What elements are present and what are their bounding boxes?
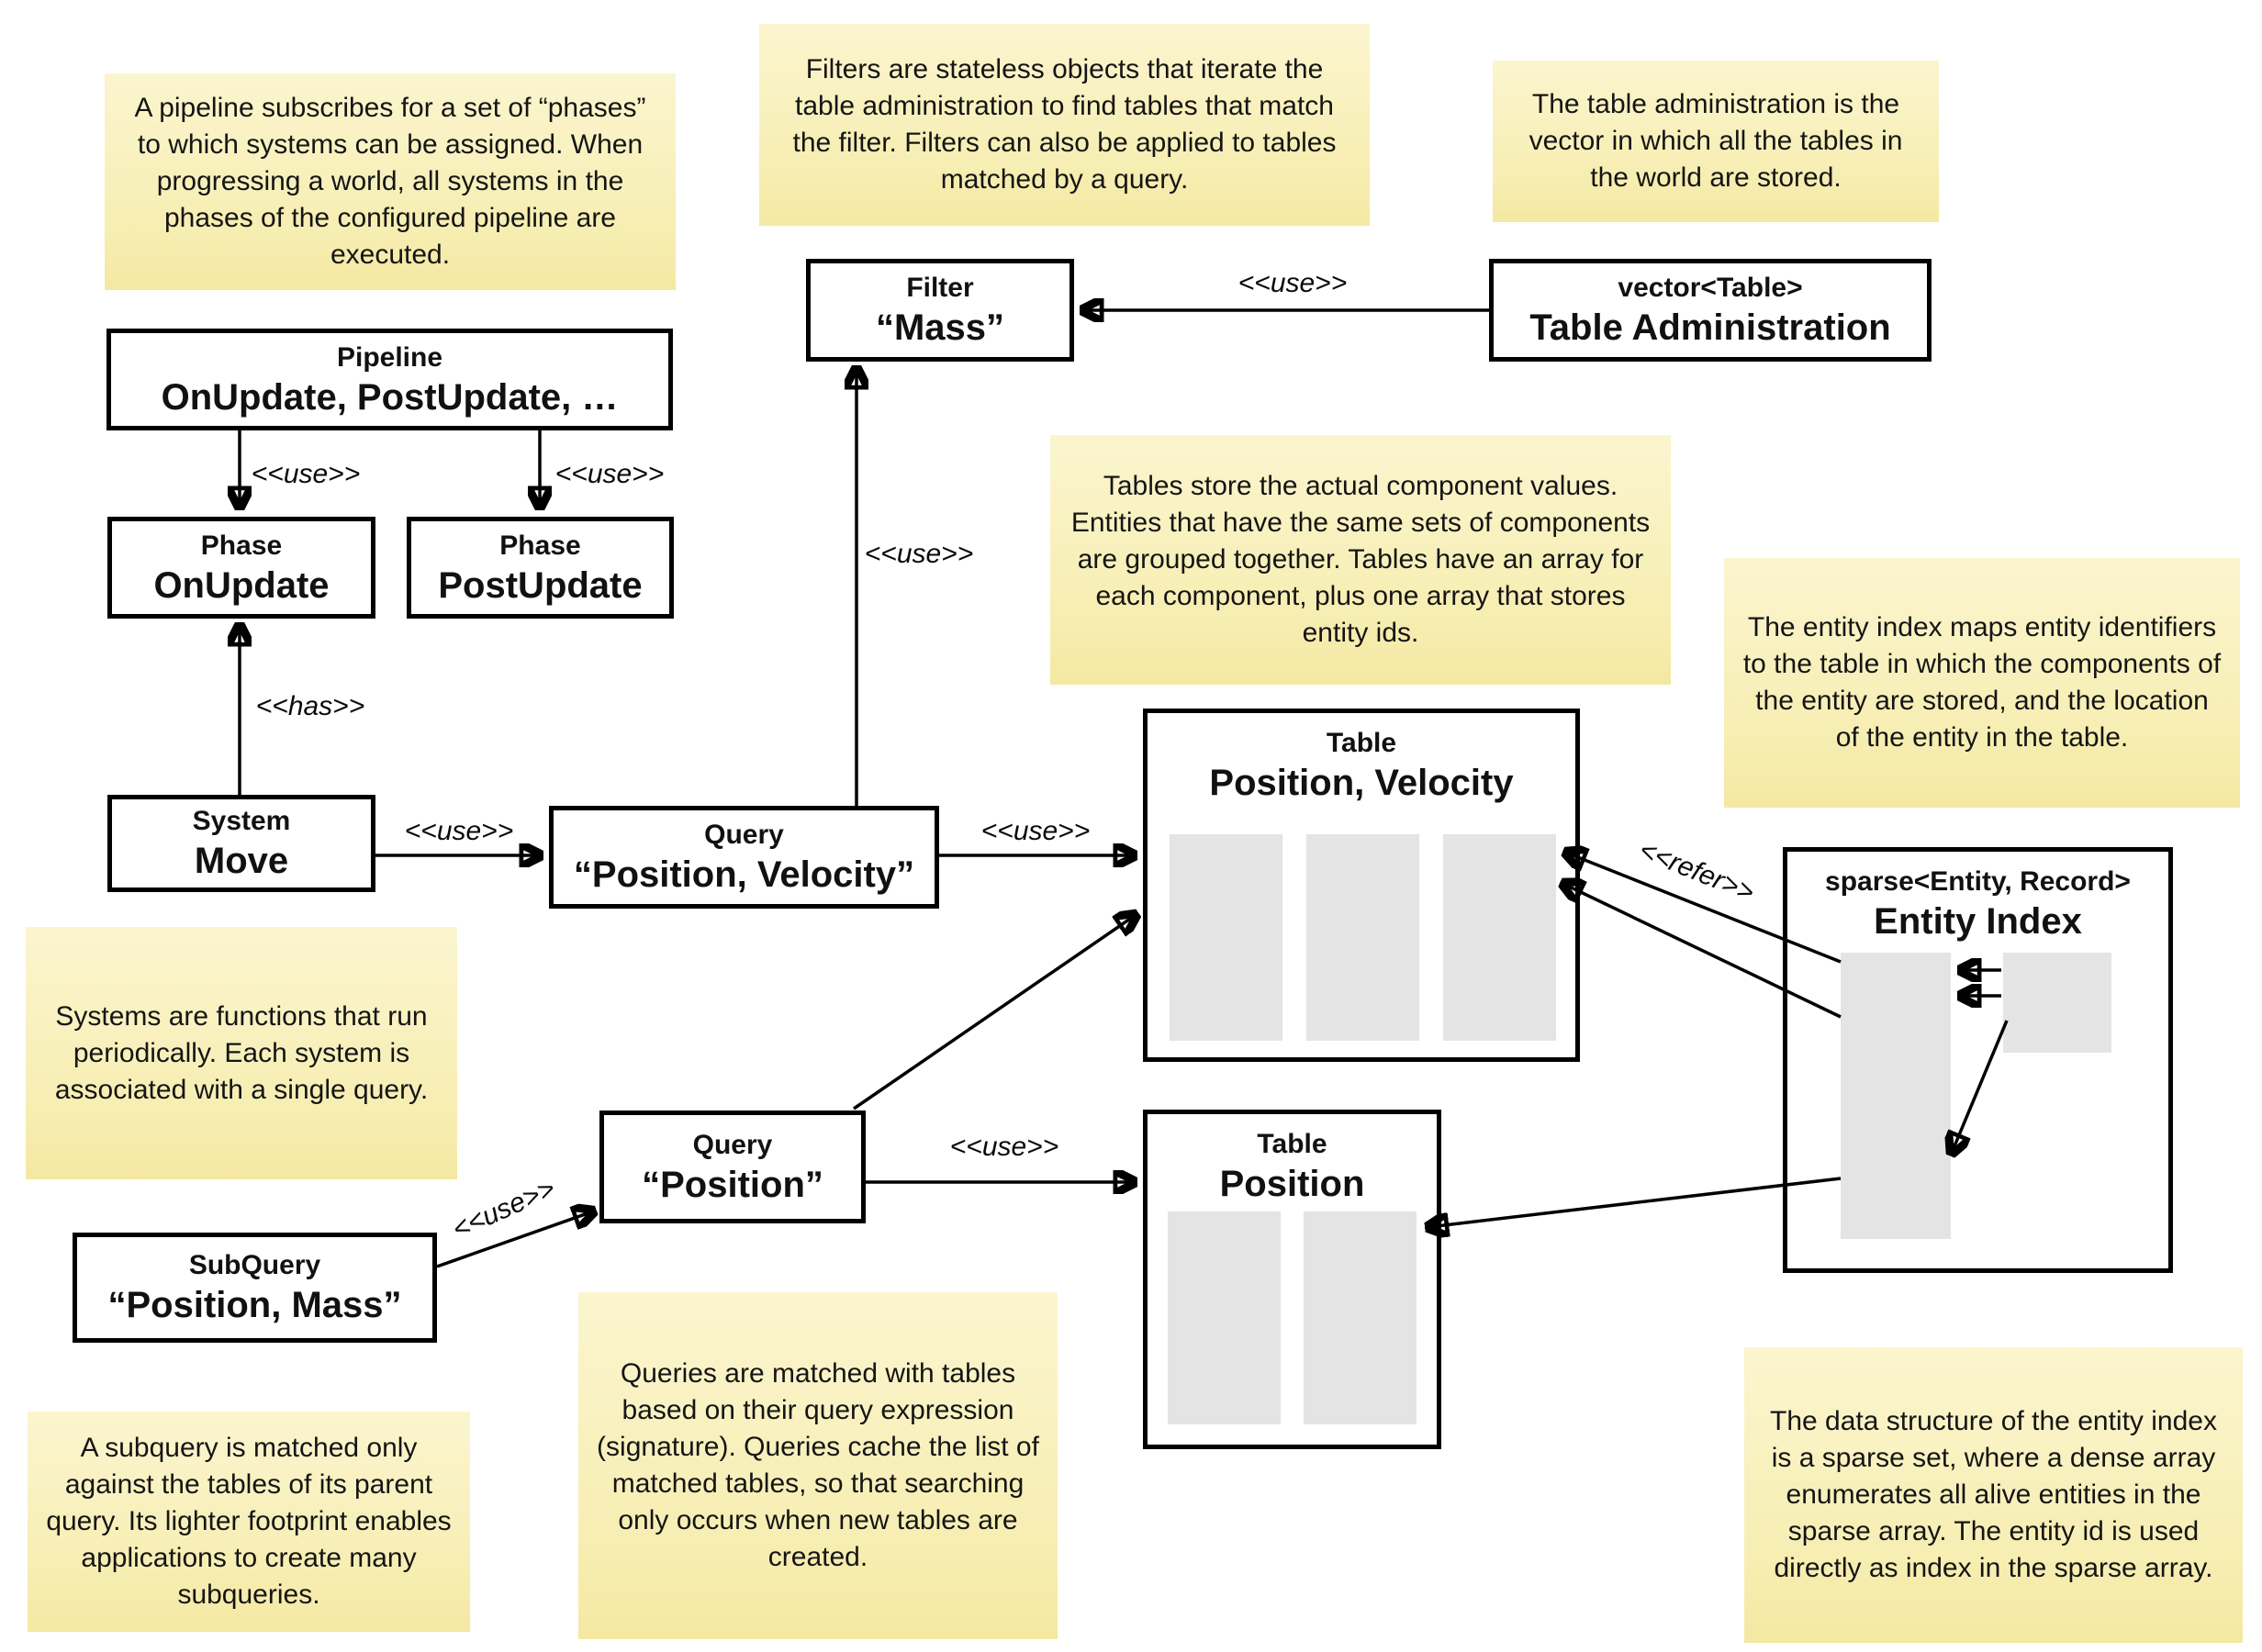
note-entity-index: The entity index maps entity identifiers… [1724, 558, 2240, 808]
box-pipeline-stereotype: Pipeline [336, 341, 443, 373]
box-query-position-stereotype: Query [692, 1129, 773, 1160]
edge-label-use-pipeline-onupdate: <<use>> [251, 459, 361, 489]
box-system-move-stereotype: System [192, 806, 291, 836]
box-filter-mass-label: “Mass” [875, 307, 1005, 348]
box-subquery-position-mass-label: “Position, Mass” [107, 1285, 402, 1325]
box-entity-index-label: Entity Index [1874, 901, 2082, 942]
box-subquery-position-mass-stereotype: SubQuery [188, 1250, 321, 1280]
box-system-move: System Move [107, 795, 375, 892]
sparse-array [1841, 953, 1951, 1239]
note-pipeline: A pipeline subscribes for a set of “phas… [105, 73, 676, 290]
note-queries: Queries are matched with tables based on… [578, 1292, 1058, 1639]
box-table-administration-label: Table Administration [1529, 307, 1891, 348]
box-query-position: Query “Position” [599, 1111, 866, 1223]
box-table-administration-stereotype: vector<Table> [1618, 273, 1803, 303]
box-phase-onupdate-label: OnUpdate [153, 564, 330, 606]
edge-label-use-tableadmin-filter: <<use>> [1237, 268, 1348, 298]
box-filter-mass: Filter “Mass” [806, 259, 1074, 362]
box-table-position-velocity-label: Position, Velocity [1209, 763, 1514, 803]
box-phase-postupdate-stereotype: Phase [499, 530, 581, 561]
box-query-position-velocity-stereotype: Query [704, 820, 784, 850]
box-phase-postupdate: Phase PostUpdate [407, 517, 674, 619]
component-array-1 [1168, 1211, 1281, 1424]
box-phase-onupdate: Phase OnUpdate [107, 517, 375, 619]
edge-label-use-subquery-queryp: <<use>> [447, 1173, 560, 1245]
box-table-administration: vector<Table> Table Administration [1489, 259, 1932, 362]
edge-label-use-query-filter: <<use>> [864, 539, 974, 569]
entity-id-array [1304, 1211, 1417, 1424]
box-system-move-label: Move [194, 841, 289, 881]
box-table-position-label: Position [1219, 1164, 1365, 1204]
box-filter-mass-stereotype: Filter [906, 273, 974, 303]
box-subquery-position-mass: SubQuery “Position, Mass” [73, 1233, 437, 1343]
edge-label-use-queryp-tablep: <<use>> [949, 1132, 1059, 1162]
box-pipeline-label: OnUpdate, PostUpdate, … [161, 376, 619, 418]
box-entity-index: sparse<Entity, Record> Entity Index [1783, 847, 2173, 1273]
note-systems: Systems are functions that run periodica… [26, 927, 457, 1179]
edge-entityindex-tablep [1428, 1177, 1842, 1227]
box-table-position-stereotype: Table [1257, 1129, 1327, 1159]
note-filters: Filters are stateless objects that itera… [759, 24, 1370, 226]
entity-id-array [1443, 834, 1556, 1041]
box-phase-onupdate-stereotype: Phase [200, 530, 283, 561]
box-phase-postupdate-label: PostUpdate [438, 564, 643, 606]
box-query-position-label: “Position” [642, 1164, 823, 1205]
edge-queryp-tablepv [853, 915, 1136, 1111]
box-table-position-velocity: Table Position, Velocity [1143, 709, 1580, 1062]
box-entity-index-stereotype: sparse<Entity, Record> [1825, 866, 2131, 897]
box-table-position-velocity-stereotype: Table [1326, 728, 1397, 758]
edge-label-has-system-phase: <<has>> [255, 691, 365, 721]
note-subquery: A subquery is matched only against the t… [28, 1412, 470, 1632]
component-array-1 [1170, 834, 1282, 1041]
edge-label-use-querypv-tablepv: <<use>> [980, 816, 1091, 846]
component-array-2 [1306, 834, 1419, 1041]
box-query-position-velocity: Query “Position, Velocity” [549, 806, 939, 909]
box-pipeline: Pipeline OnUpdate, PostUpdate, … [106, 329, 673, 430]
box-table-position: Table Position [1143, 1110, 1441, 1449]
edge-label-use-system-query: <<use>> [404, 816, 514, 846]
note-sparse-set: The data structure of the entity index i… [1744, 1347, 2243, 1643]
edge-label-use-pipeline-postupdate: <<use>> [554, 459, 665, 489]
note-table-administration: The table administration is the vector i… [1493, 61, 1939, 222]
edge-label-refer-entityindex-tablepv: <<refer>> [1634, 834, 1759, 909]
note-tables: Tables store the actual component values… [1050, 435, 1671, 685]
dense-array [2003, 953, 2111, 1053]
box-query-position-velocity-label: “Position, Velocity” [573, 854, 915, 895]
